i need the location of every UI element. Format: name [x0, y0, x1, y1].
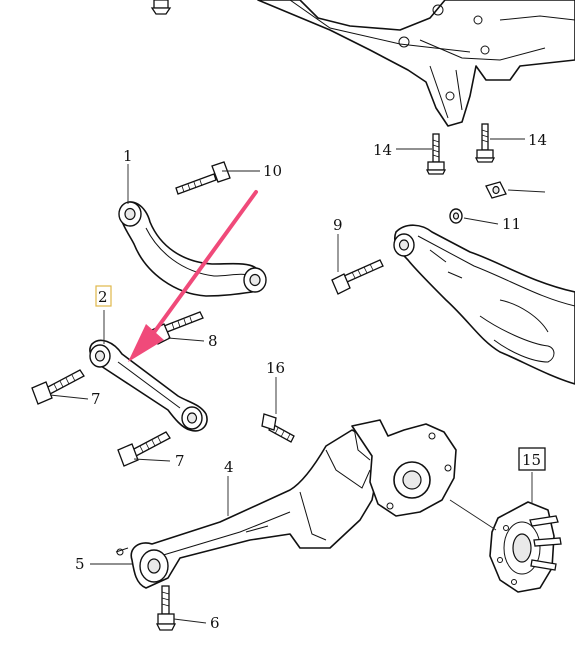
callout-8: 8: [208, 332, 218, 350]
bolt-14-left: [425, 133, 447, 175]
callout-11: 11: [502, 215, 521, 233]
bolt-14-right: [474, 123, 496, 163]
washer-11: [449, 208, 463, 224]
callout-15: 15: [522, 451, 541, 469]
callout-7-bottom: 7: [175, 452, 185, 470]
callout-1: 1: [123, 147, 133, 165]
trailing-arm: [115, 429, 379, 589]
bolt-10: [175, 161, 231, 195]
knuckle-bracket: [351, 419, 457, 517]
callout-labels: 1 10 9 11 2 8 7 7 4 5 6 16 14 14 15: [75, 131, 547, 632]
callout-5: 5: [75, 555, 85, 573]
bolt-7-bottom: [117, 431, 171, 467]
leader-lines: [49, 138, 546, 624]
callout-4: 4: [224, 458, 234, 476]
bolt-top: [150, 0, 172, 15]
bolt-6: [155, 585, 177, 631]
wheel-hub: [489, 501, 562, 593]
subframe: [257, 0, 575, 127]
callout-9: 9: [333, 216, 343, 234]
callout-2-box: [95, 285, 112, 307]
callout-7-left: 7: [91, 390, 101, 408]
highlight-arrow: [128, 190, 258, 362]
lower-control-arm: [393, 224, 575, 385]
bolt-16: [261, 413, 295, 443]
callout-6: 6: [210, 614, 220, 632]
nut-top-right: [485, 181, 507, 199]
bolt-9: [331, 259, 384, 295]
callout-10: 10: [263, 162, 282, 180]
callout-14-left: 14: [373, 141, 392, 159]
toe-link-arm: [89, 339, 208, 432]
bolt-7-left: [31, 369, 85, 405]
callout-16: 16: [266, 359, 285, 377]
callout-14-right: 14: [528, 131, 547, 149]
callout-2: 2: [98, 288, 108, 306]
upper-control-arm: [118, 201, 267, 297]
callout-15-box: [518, 447, 546, 471]
